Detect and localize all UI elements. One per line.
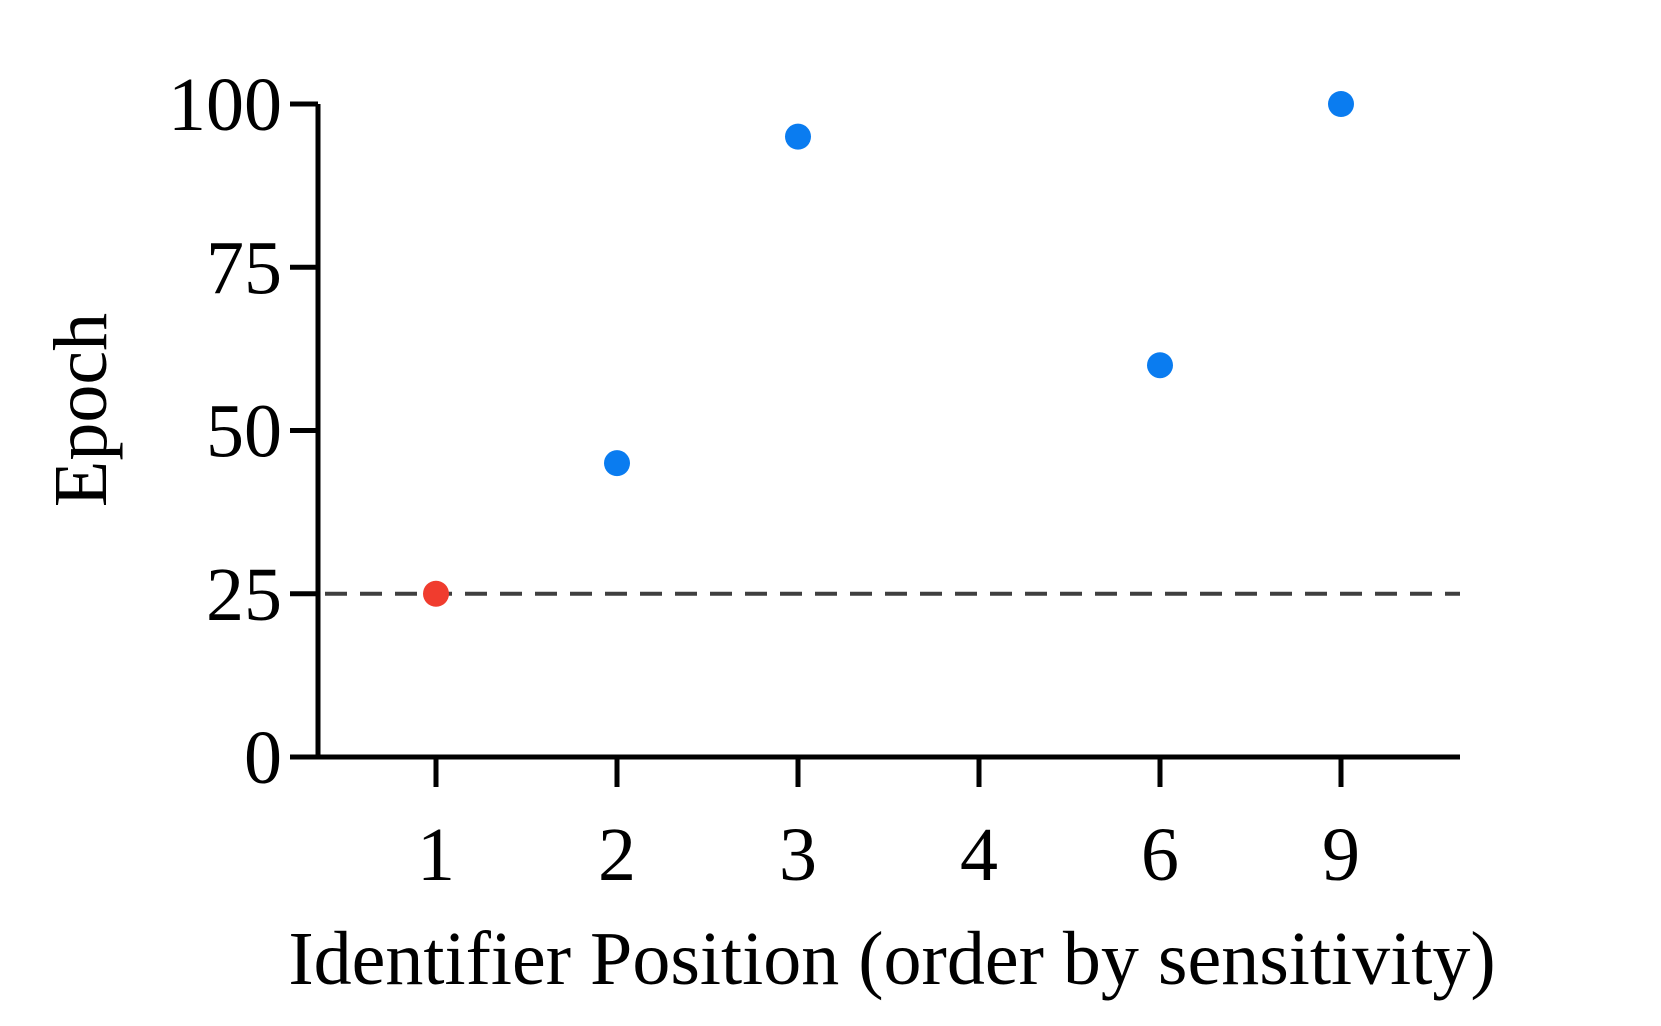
- x-tick-label: 3: [779, 813, 817, 897]
- data-points: [423, 91, 1354, 607]
- y-tick-label: 50: [206, 390, 282, 474]
- x-tick-label: 4: [960, 813, 998, 897]
- data-point: [785, 123, 811, 150]
- data-point: [1328, 91, 1354, 117]
- y-axis-title: Epoch: [39, 313, 123, 507]
- data-point: [423, 580, 449, 607]
- data-point: [1147, 352, 1173, 379]
- x-tick-label: 2: [598, 813, 636, 897]
- tick-labels: 0 25 50 75 100 1 2 3 4 6 9: [168, 63, 1360, 897]
- x-tick-label: 1: [417, 813, 455, 897]
- y-tick-label: 100: [168, 63, 282, 147]
- y-tick-label: 75: [206, 226, 282, 310]
- x-axis-title: Identifier Position (order by sensitivit…: [288, 917, 1495, 1001]
- y-tick-label: 25: [206, 553, 282, 637]
- axes: [290, 101, 1460, 787]
- y-tick-label: 0: [244, 716, 282, 800]
- x-tick-label: 9: [1322, 813, 1360, 897]
- x-tick-label: 6: [1141, 813, 1179, 897]
- data-point: [604, 450, 630, 477]
